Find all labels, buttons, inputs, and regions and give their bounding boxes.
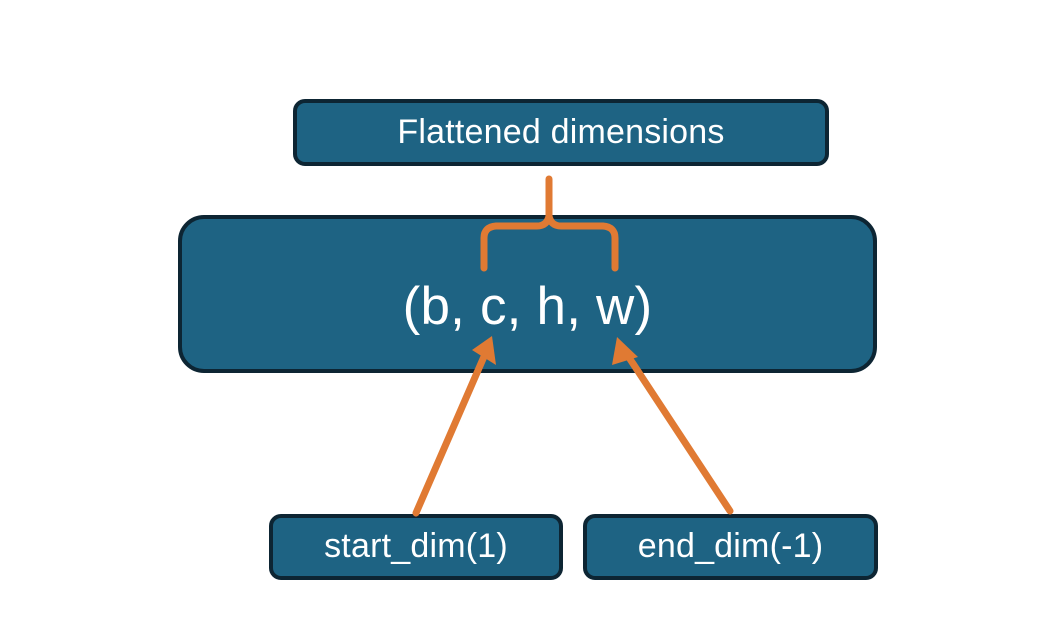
node-start-dim[interactable]: start_dim(1) (269, 514, 563, 580)
arrow-start-dim-shaft (412, 348, 490, 517)
node-end-dim-label: end_dim(-1) (637, 527, 824, 566)
arrow-end-dim-shaft (622, 349, 734, 515)
node-tensor-shape[interactable]: (b, c, h, w) (178, 215, 877, 373)
node-start-dim-label: start_dim(1) (324, 527, 508, 566)
node-end-dim[interactable]: end_dim(-1) (583, 514, 878, 580)
node-flattened-dimensions[interactable]: Flattened dimensions (293, 99, 829, 166)
node-tensor-shape-label: (b, c, h, w) (402, 276, 653, 336)
node-flattened-dimensions-label: Flattened dimensions (397, 112, 725, 151)
